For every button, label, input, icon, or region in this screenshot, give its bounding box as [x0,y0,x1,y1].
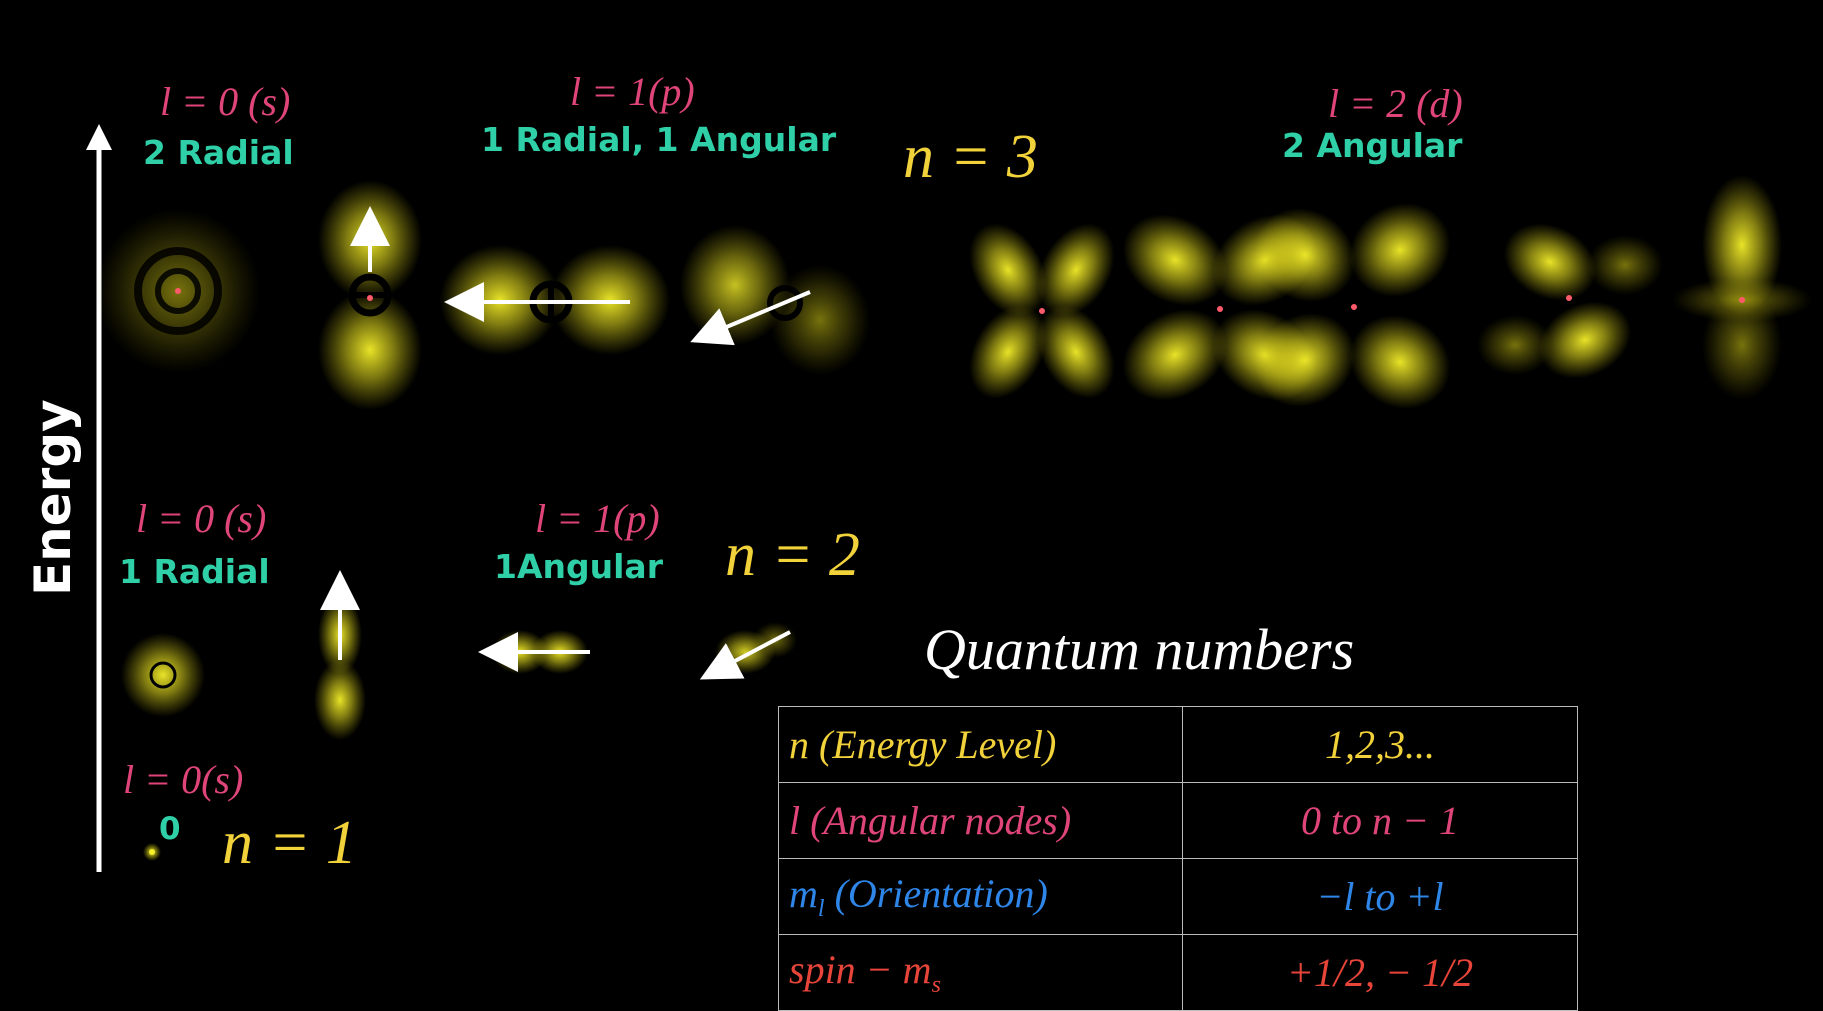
n1-level-label: n = 1 [222,809,357,877]
orbital-3d-3 [1254,203,1451,409]
orbital-2p-y [699,622,797,680]
table-cell-spin-name: spin − ms [778,934,1183,1011]
n3-p-quantum-label: l = 1(p) [570,69,695,114]
n1-s-node-label: 0 [159,811,181,847]
table-cell-n-value: 1,2,3... [1182,706,1578,783]
table-cell-ml-name: ml (Orientation) [778,858,1183,935]
orbital-3s [96,209,260,373]
n2-s-node-label: 1 Radial [119,552,270,591]
orbital-2s [121,633,205,717]
orbital-1s [143,843,161,861]
n2-s-quantum-label: l = 0 (s) [136,496,267,541]
table-row-n: n (Energy Level) 1,2,3... [778,706,1578,783]
orbital-3d-1 [969,223,1115,399]
orbital-2p-x [478,630,590,674]
n2-p-node-label: 1Angular [494,547,663,586]
n1-s-quantum-label: l = 0(s) [123,757,244,802]
orbital-3d-5 [1672,175,1812,400]
orbital-3p-z [318,180,422,410]
orbital-3p-y [680,225,870,375]
energy-axis-arrow [86,124,112,872]
n3-s-quantum-label: l = 0 (s) [160,79,291,124]
n3-d-quantum-label: l = 2 (d) [1328,81,1463,126]
n3-level-label: n = 3 [903,123,1038,191]
orbital-2p-z [314,570,366,740]
table-cell-ml-value: −l to +l [1182,858,1578,935]
table-cell-l-name: l (Angular nodes) [778,782,1183,859]
n3-d-node-label: 2 Angular [1282,126,1463,165]
n2-level-label: n = 2 [725,521,860,589]
energy-axis-label: Energy [24,399,82,596]
table-cell-l-value: 0 to n − 1 [1182,782,1578,859]
table-row-l: l (Angular nodes) 0 to n − 1 [778,782,1578,859]
table-row-spin: spin − ms +1/2, − 1/2 [778,934,1578,1011]
table-cell-n-name: n (Energy Level) [778,706,1183,783]
n3-p-node-label: 1 Radial, 1 Angular [481,120,837,159]
quantum-numbers-table: n (Energy Level) 1,2,3... l (Angular nod… [778,706,1578,1011]
n2-p-quantum-label: l = 1(p) [535,496,660,541]
n3-s-node-label: 2 Radial [143,133,294,172]
table-cell-spin-value: +1/2, − 1/2 [1182,934,1578,1011]
orbital-3d-4 [1477,223,1663,379]
table-row-ml: ml (Orientation) −l to +l [778,858,1578,935]
quantum-numbers-title: Quantum numbers [924,617,1355,682]
orbital-3p-x [440,245,670,355]
